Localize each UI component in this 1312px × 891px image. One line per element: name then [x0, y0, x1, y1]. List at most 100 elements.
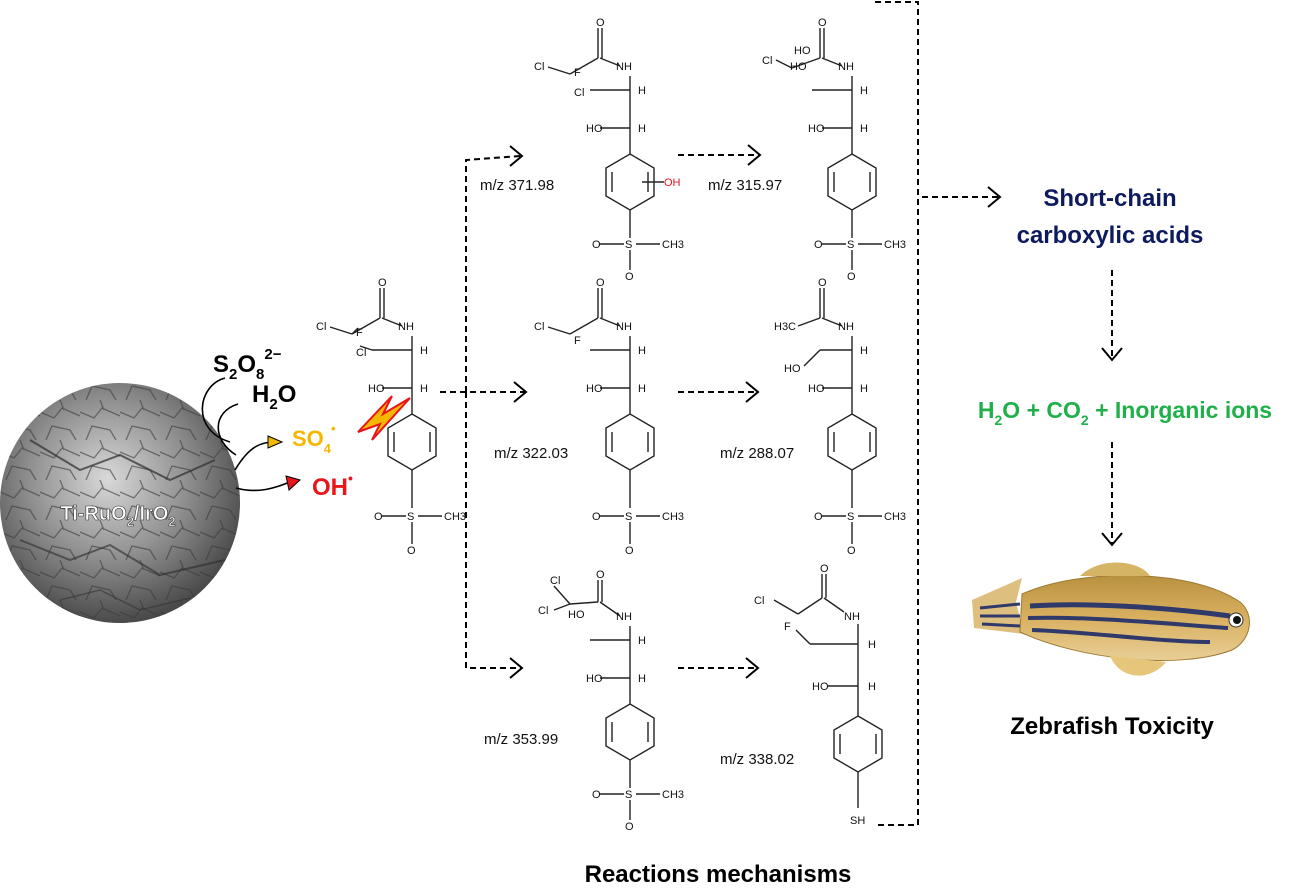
- atom: O: [818, 17, 827, 29]
- molecule-parent: Cl F Cl NH HO O S O O CH3 H H: [316, 277, 466, 557]
- atom: NH: [616, 61, 632, 73]
- electrode: Ti-RuO2/IrO2: [0, 383, 240, 623]
- electrode-label: Ti-RuO2/IrO2: [60, 503, 175, 529]
- atom: NH: [398, 321, 414, 333]
- mz-label: m/z 371.98: [480, 177, 554, 194]
- atom: HO: [808, 383, 825, 395]
- atom-s: S: [847, 511, 854, 523]
- atom: Cl: [574, 87, 584, 99]
- atom: O: [596, 17, 605, 29]
- atom: O: [818, 277, 827, 289]
- mz-label: m/z 338.02: [720, 751, 794, 768]
- stereo-h: H: [868, 681, 876, 693]
- atom: HO: [812, 681, 829, 693]
- atom: O: [596, 277, 605, 289]
- atom: NH: [844, 611, 860, 623]
- stereo-h: H: [638, 635, 646, 647]
- atom: HO: [586, 123, 603, 135]
- atom: O: [814, 239, 823, 251]
- atom: Cl: [534, 61, 544, 73]
- atom-s: S: [625, 789, 632, 801]
- atom: HO: [368, 383, 385, 395]
- molecule-p353: Cl Cl HO NH HO O S O O CH3 H H m/z 353.9…: [484, 569, 684, 833]
- atom: F: [784, 621, 791, 633]
- atom: NH: [616, 611, 632, 623]
- molecule-p338: Cl F NH HO SH O H H m/z 338.02: [720, 563, 883, 827]
- hydroxyl-radical-label: OH•: [312, 470, 353, 501]
- stereo-h: H: [638, 123, 646, 135]
- atom: Cl: [534, 321, 544, 333]
- atom: O: [820, 563, 829, 575]
- atom: NH: [838, 61, 854, 73]
- stereo-h: H: [638, 383, 646, 395]
- atom-s: S: [625, 239, 632, 251]
- stereo-h: H: [860, 85, 868, 97]
- short-chain-line1: Short-chain: [1043, 185, 1176, 212]
- atom: HO: [808, 123, 825, 135]
- atom: O: [814, 511, 823, 523]
- mz-label: m/z 353.99: [484, 731, 558, 748]
- atom: HO: [784, 363, 801, 375]
- atom: HO: [586, 673, 603, 685]
- stereo-h: H: [420, 345, 428, 357]
- persulfate-label: S2O82−: [213, 346, 282, 383]
- atom-s: S: [407, 511, 414, 523]
- atom: F: [356, 327, 363, 339]
- atom: CH3: [662, 239, 684, 251]
- atom: Cl: [762, 55, 772, 67]
- atom: O: [374, 511, 383, 523]
- atom: O: [592, 789, 601, 801]
- atom: Cl: [550, 575, 560, 587]
- mz-label: m/z 322.03: [494, 445, 568, 462]
- stereo-h: H: [638, 673, 646, 685]
- atom: CH3: [444, 511, 466, 523]
- atom: HO: [568, 609, 585, 621]
- atom-s: S: [847, 239, 854, 251]
- caption: Reactions mechanisms: [585, 861, 852, 886]
- atom: HO: [790, 61, 807, 73]
- atom: O: [592, 239, 601, 251]
- mineralization-products: H2O + CO2 + Inorganic ions: [978, 397, 1272, 428]
- atom: O: [625, 271, 634, 283]
- zebrafish-toxicity-label: Zebrafish Toxicity: [1010, 713, 1214, 740]
- atom: O: [847, 271, 856, 283]
- atom: O: [625, 545, 634, 557]
- sulfate-radical-label: SO4•: [292, 421, 336, 456]
- atom: Cl: [754, 595, 764, 607]
- stereo-h: H: [420, 383, 428, 395]
- atom: O: [625, 821, 634, 833]
- atom: SH: [850, 815, 865, 827]
- stereo-h: H: [860, 123, 868, 135]
- water-label: H2O: [252, 381, 296, 413]
- atom: F: [574, 335, 581, 347]
- atom-s: S: [625, 511, 632, 523]
- atom: CH3: [662, 789, 684, 801]
- molecule-p371: Cl F Cl NH HO OH O S O O CH3 H H m/z 371…: [480, 17, 684, 283]
- lightning-icon: [357, 395, 411, 441]
- atom: Cl: [356, 347, 366, 359]
- atom: CH3: [662, 511, 684, 523]
- stereo-h: H: [638, 345, 646, 357]
- atom: Cl: [538, 605, 548, 617]
- molecule-p322: Cl F NH HO O S O O CH3 H H m/z 322.03: [494, 277, 684, 557]
- pathway-arrows: [440, 1, 1123, 826]
- mz-label: m/z 315.97: [708, 177, 782, 194]
- stereo-h: H: [868, 639, 876, 651]
- atom: O: [592, 511, 601, 523]
- atom: CH3: [884, 239, 906, 251]
- atom: O: [407, 545, 416, 557]
- atom: NH: [616, 321, 632, 333]
- atom: O: [596, 569, 605, 581]
- atom-oh-red: OH: [664, 177, 681, 189]
- atom: CH3: [884, 511, 906, 523]
- atom: HO: [794, 45, 811, 57]
- stereo-h: H: [860, 383, 868, 395]
- atom: HO: [586, 383, 603, 395]
- atom: H3C: [774, 321, 796, 333]
- stereo-h: H: [638, 85, 646, 97]
- atom: O: [847, 545, 856, 557]
- molecule-p288: H3C NH HO HO O S O O CH3 H H m/z 288.07: [720, 277, 906, 557]
- short-chain-line2: carboxylic acids: [1017, 222, 1204, 249]
